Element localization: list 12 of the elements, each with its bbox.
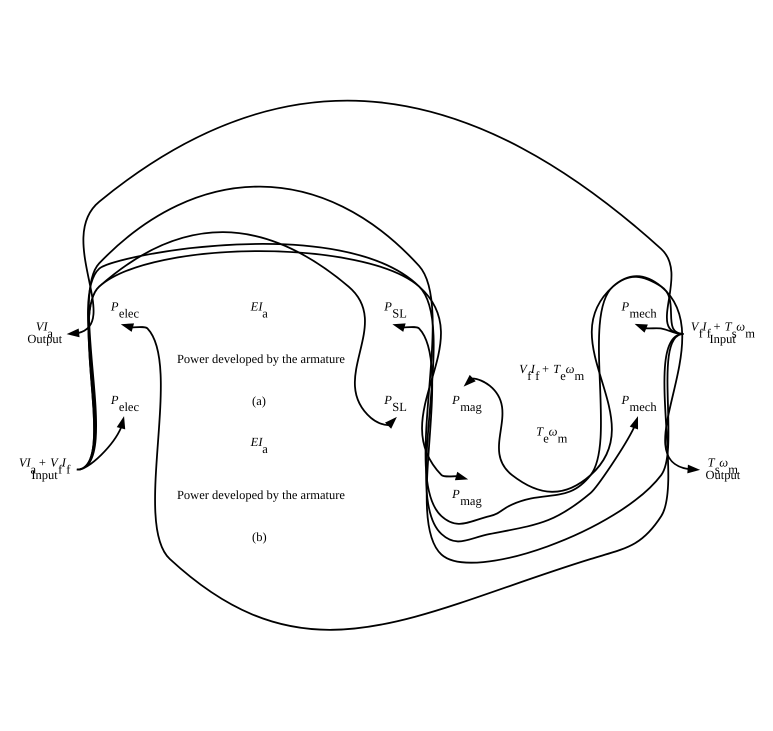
arrow bbox=[76, 243, 638, 542]
arrow bbox=[464, 276, 684, 493]
arrow bbox=[76, 250, 468, 480]
arrow bbox=[76, 416, 126, 471]
arrow bbox=[76, 186, 700, 524]
label: Power developed by the armature bbox=[176, 488, 345, 502]
label: (b) bbox=[252, 530, 267, 544]
arrow bbox=[76, 231, 397, 470]
label: Power developed by the armature bbox=[176, 352, 345, 366]
arrow bbox=[392, 323, 684, 564]
label: (a) bbox=[252, 394, 266, 408]
arrow bbox=[120, 323, 684, 631]
